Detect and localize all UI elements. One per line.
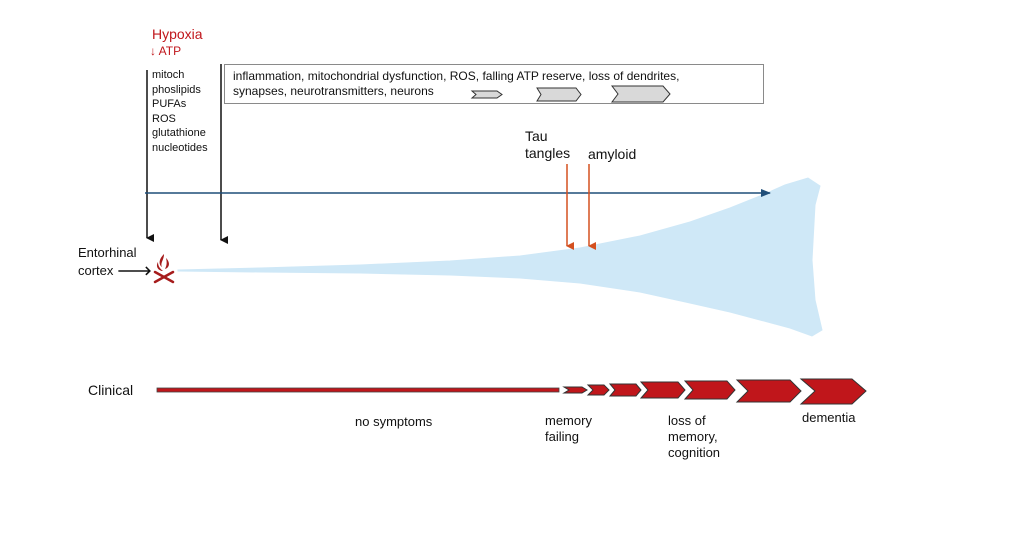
chevron-1 xyxy=(562,386,588,394)
campfire-icon xyxy=(153,254,175,284)
chevron-6 xyxy=(735,379,802,403)
clinical-baseline-bar xyxy=(156,387,560,393)
factor-item: glutathione xyxy=(152,127,206,139)
factor-item: nucleotides xyxy=(152,141,208,154)
stage-line: loss of xyxy=(668,413,706,428)
stage-dementia: dementia xyxy=(802,410,856,425)
right-arrow-icon: 🡒 xyxy=(117,263,152,278)
chevron-2 xyxy=(586,384,610,396)
stage-memory-failing: memory failing xyxy=(545,413,592,445)
entorhinal-line2-wrap: cortex 🡒 xyxy=(78,262,152,280)
factor-item: ROS xyxy=(152,112,176,125)
factor-item: phoslipids xyxy=(152,83,201,96)
chevron-3 xyxy=(608,383,642,397)
entorhinal-line2: cortex xyxy=(78,263,114,278)
chevron-7 xyxy=(799,378,867,405)
stage-line: cognition xyxy=(668,445,721,460)
clinical-label: Clinical xyxy=(88,382,134,398)
process-text-line2: synapses, neurotransmitters, neurons xyxy=(233,84,434,98)
entorhinal-line1: Entorhinal xyxy=(78,245,137,260)
factor-item: mitoch xyxy=(152,69,185,81)
stage-line: failing xyxy=(545,429,579,444)
clinical-chevrons xyxy=(562,378,867,405)
stage-line: memory xyxy=(545,413,592,428)
stage-line: memory, xyxy=(668,429,718,444)
hypoxia-label: Hypoxia xyxy=(152,26,203,42)
amyloid-label: amyloid xyxy=(588,146,637,162)
stage-no-symptoms: no symptoms xyxy=(355,414,433,429)
tau-tangles-label: Tau tangles xyxy=(525,128,570,162)
pathology-spread-shape xyxy=(177,177,823,337)
factor-item: PUFAs xyxy=(152,98,187,110)
stage-loss-of-memory: loss of memory, cognition xyxy=(668,413,720,461)
gray-chevron-2 xyxy=(536,87,582,102)
chevron-4 xyxy=(639,381,686,399)
atp-decrease-label: ↓ ATP xyxy=(150,44,182,58)
chevron-5 xyxy=(683,380,736,400)
factor-list: mitoch phoslipids PUFAs ROS glutathione … xyxy=(152,68,208,155)
gray-chevron-1 xyxy=(470,90,503,99)
tau-label-line: tangles xyxy=(525,145,571,161)
process-box: inflammation, mitochondrial dysfunction,… xyxy=(224,64,764,104)
tau-label-line: Tau xyxy=(525,128,548,144)
process-chevrons xyxy=(470,85,671,103)
entorhinal-cortex-label: Entorhinal cortex 🡒 xyxy=(78,244,152,280)
process-text-line1: inflammation, mitochondrial dysfunction,… xyxy=(233,69,680,83)
gray-chevron-3 xyxy=(611,85,671,103)
